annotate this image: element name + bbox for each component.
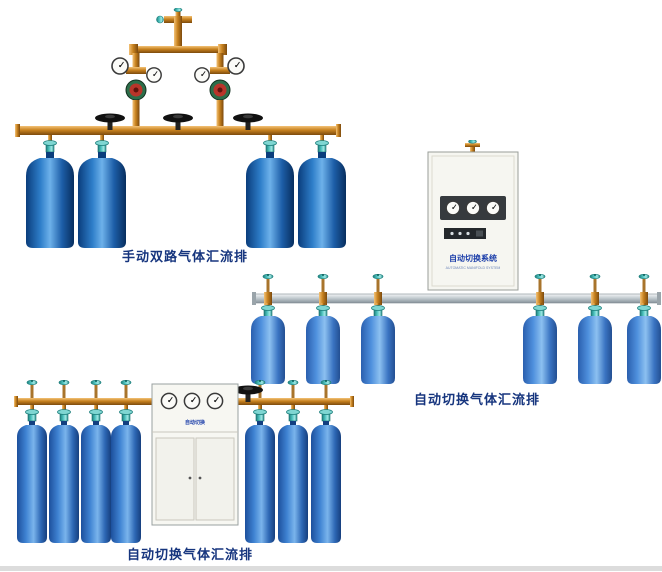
cylinder-knob-icon: [638, 273, 650, 293]
caption-manual-dual-manifold: 手动双路气体汇流排: [121, 249, 248, 264]
gas-cylinder-bank: [26, 135, 346, 248]
auto-manifold-wall-illustration: 自动切换系统 AUTOMATIC MANIFOLD SYSTEM: [251, 140, 661, 384]
cabinet-sublabel: AUTOMATIC MANIFOLD SYSTEM: [446, 266, 501, 270]
gas-cylinder: [627, 303, 661, 384]
gas-cylinder: [251, 303, 285, 384]
cylinder-valve-icon: [637, 305, 651, 318]
cylinder-valve-icon: [588, 305, 602, 318]
cylinder-knob-icon: [287, 379, 299, 399]
pressure-gauge-icon: [194, 67, 210, 83]
cylinder-valve-icon: [25, 409, 39, 422]
cylinder-valve-icon: [253, 409, 267, 422]
cylinder-valve-icon: [119, 409, 133, 422]
cylinder-knob-icon: [534, 273, 546, 293]
gas-cylinder: [278, 405, 308, 543]
cabinet-gauge-panel: [440, 196, 506, 220]
cabinet-label: 自动切换系统: [449, 253, 497, 263]
cylinder-knob-icon: [262, 273, 274, 293]
cylinder-valve-icon: [95, 140, 109, 153]
gas-cylinder: [578, 303, 612, 384]
cylinder-valve-icon: [533, 305, 547, 318]
cylinder-knob-icon: [26, 379, 38, 399]
gas-cylinder: [78, 135, 126, 248]
pressure-gauge-icon: [111, 57, 129, 75]
gas-cylinder: [361, 303, 395, 384]
pressure-gauge-icon: [445, 200, 461, 216]
control-cabinet: 自动切换: [151, 383, 239, 526]
cabinet-doors: [155, 437, 235, 521]
cabinet-label: 自动切换: [185, 419, 206, 426]
cylinder-valve-icon: [57, 409, 71, 422]
cylinder-knob-icon: [372, 273, 384, 293]
pressure-gauge-icon: [183, 392, 201, 410]
gas-cylinder: [245, 405, 275, 543]
cylinder-valve-icon: [89, 409, 103, 422]
cylinder-valve-icon: [316, 305, 330, 318]
gas-cylinder: [311, 405, 341, 543]
gas-cylinder-bank: [251, 303, 661, 384]
pressure-gauge-icon: [206, 392, 224, 410]
gas-cylinder: [306, 303, 340, 384]
pressure-gauge-icon: [485, 200, 501, 216]
gas-cylinder: [26, 135, 74, 248]
gas-cylinder: [246, 135, 294, 248]
manual-manifold-illustration: [15, 8, 346, 248]
pressure-gauge-icon: [160, 392, 178, 410]
gas-cylinder: [298, 135, 346, 248]
manifold-header-pipe: [252, 292, 661, 305]
cylinder-valve-icon: [43, 140, 57, 153]
gas-cylinder: [49, 405, 79, 543]
product-auto-switchover-wall: 自动切换系统 AUTOMATIC MANIFOLD SYSTEM: [248, 140, 662, 410]
caption-auto-switchover-wall: 自动切换气体汇流排: [413, 392, 540, 407]
control-cabinet: 自动切换系统 AUTOMATIC MANIFOLD SYSTEM: [427, 151, 519, 291]
pressure-gauge-icon: [227, 57, 245, 75]
gas-cylinder: [81, 405, 111, 543]
gas-cylinder: [523, 303, 557, 384]
door-handle-icon: [188, 476, 192, 480]
indicator-lights: [444, 228, 486, 239]
inlet-valve-knob-icon: [173, 8, 183, 12]
gas-cylinder-bank: [17, 405, 341, 543]
product-auto-switchover-floor: 自动切换 自动切换气体汇流排: [12, 372, 357, 567]
cylinder-knob-icon: [320, 379, 332, 399]
cylinder-valve-icon: [286, 409, 300, 422]
cylinder-knob-icon: [58, 379, 70, 399]
cylinder-knob-icon: [120, 379, 132, 399]
manifold-header-pipe: [15, 124, 341, 137]
door-handle-icon: [198, 476, 202, 480]
cylinder-valve-icon: [261, 305, 275, 318]
pressure-gauge-icon: [465, 200, 481, 216]
gas-cylinder: [111, 405, 141, 543]
cabinet-riser-pipe: [465, 140, 480, 154]
manifold-header-pipe: [14, 396, 354, 407]
pressure-gauge-icon: [146, 67, 162, 83]
caption-auto-switchover-floor: 自动切换气体汇流排: [126, 547, 253, 562]
cabinet-gauge-panel: [160, 392, 224, 410]
cylinder-knob-icon: [90, 379, 102, 399]
cylinder-valve-icon: [319, 409, 333, 422]
inlet-side-knob-icon: [156, 15, 164, 24]
cylinder-valve-icon: [371, 305, 385, 318]
pressure-regulator-right: [194, 53, 245, 126]
auto-manifold-floor-illustration: 自动切换: [14, 379, 354, 543]
riser-knob-icon: [468, 140, 477, 144]
cylinder-knob-icon: [317, 273, 329, 293]
bottom-divider: [0, 566, 662, 571]
product-manual-dual-manifold: 手动双路气体汇流排: [8, 8, 348, 273]
cylinder-knob-icon: [589, 273, 601, 293]
pressure-regulator-left: [111, 53, 162, 126]
inlet-pipe-assembly: [129, 8, 227, 55]
gas-cylinder: [17, 405, 47, 543]
